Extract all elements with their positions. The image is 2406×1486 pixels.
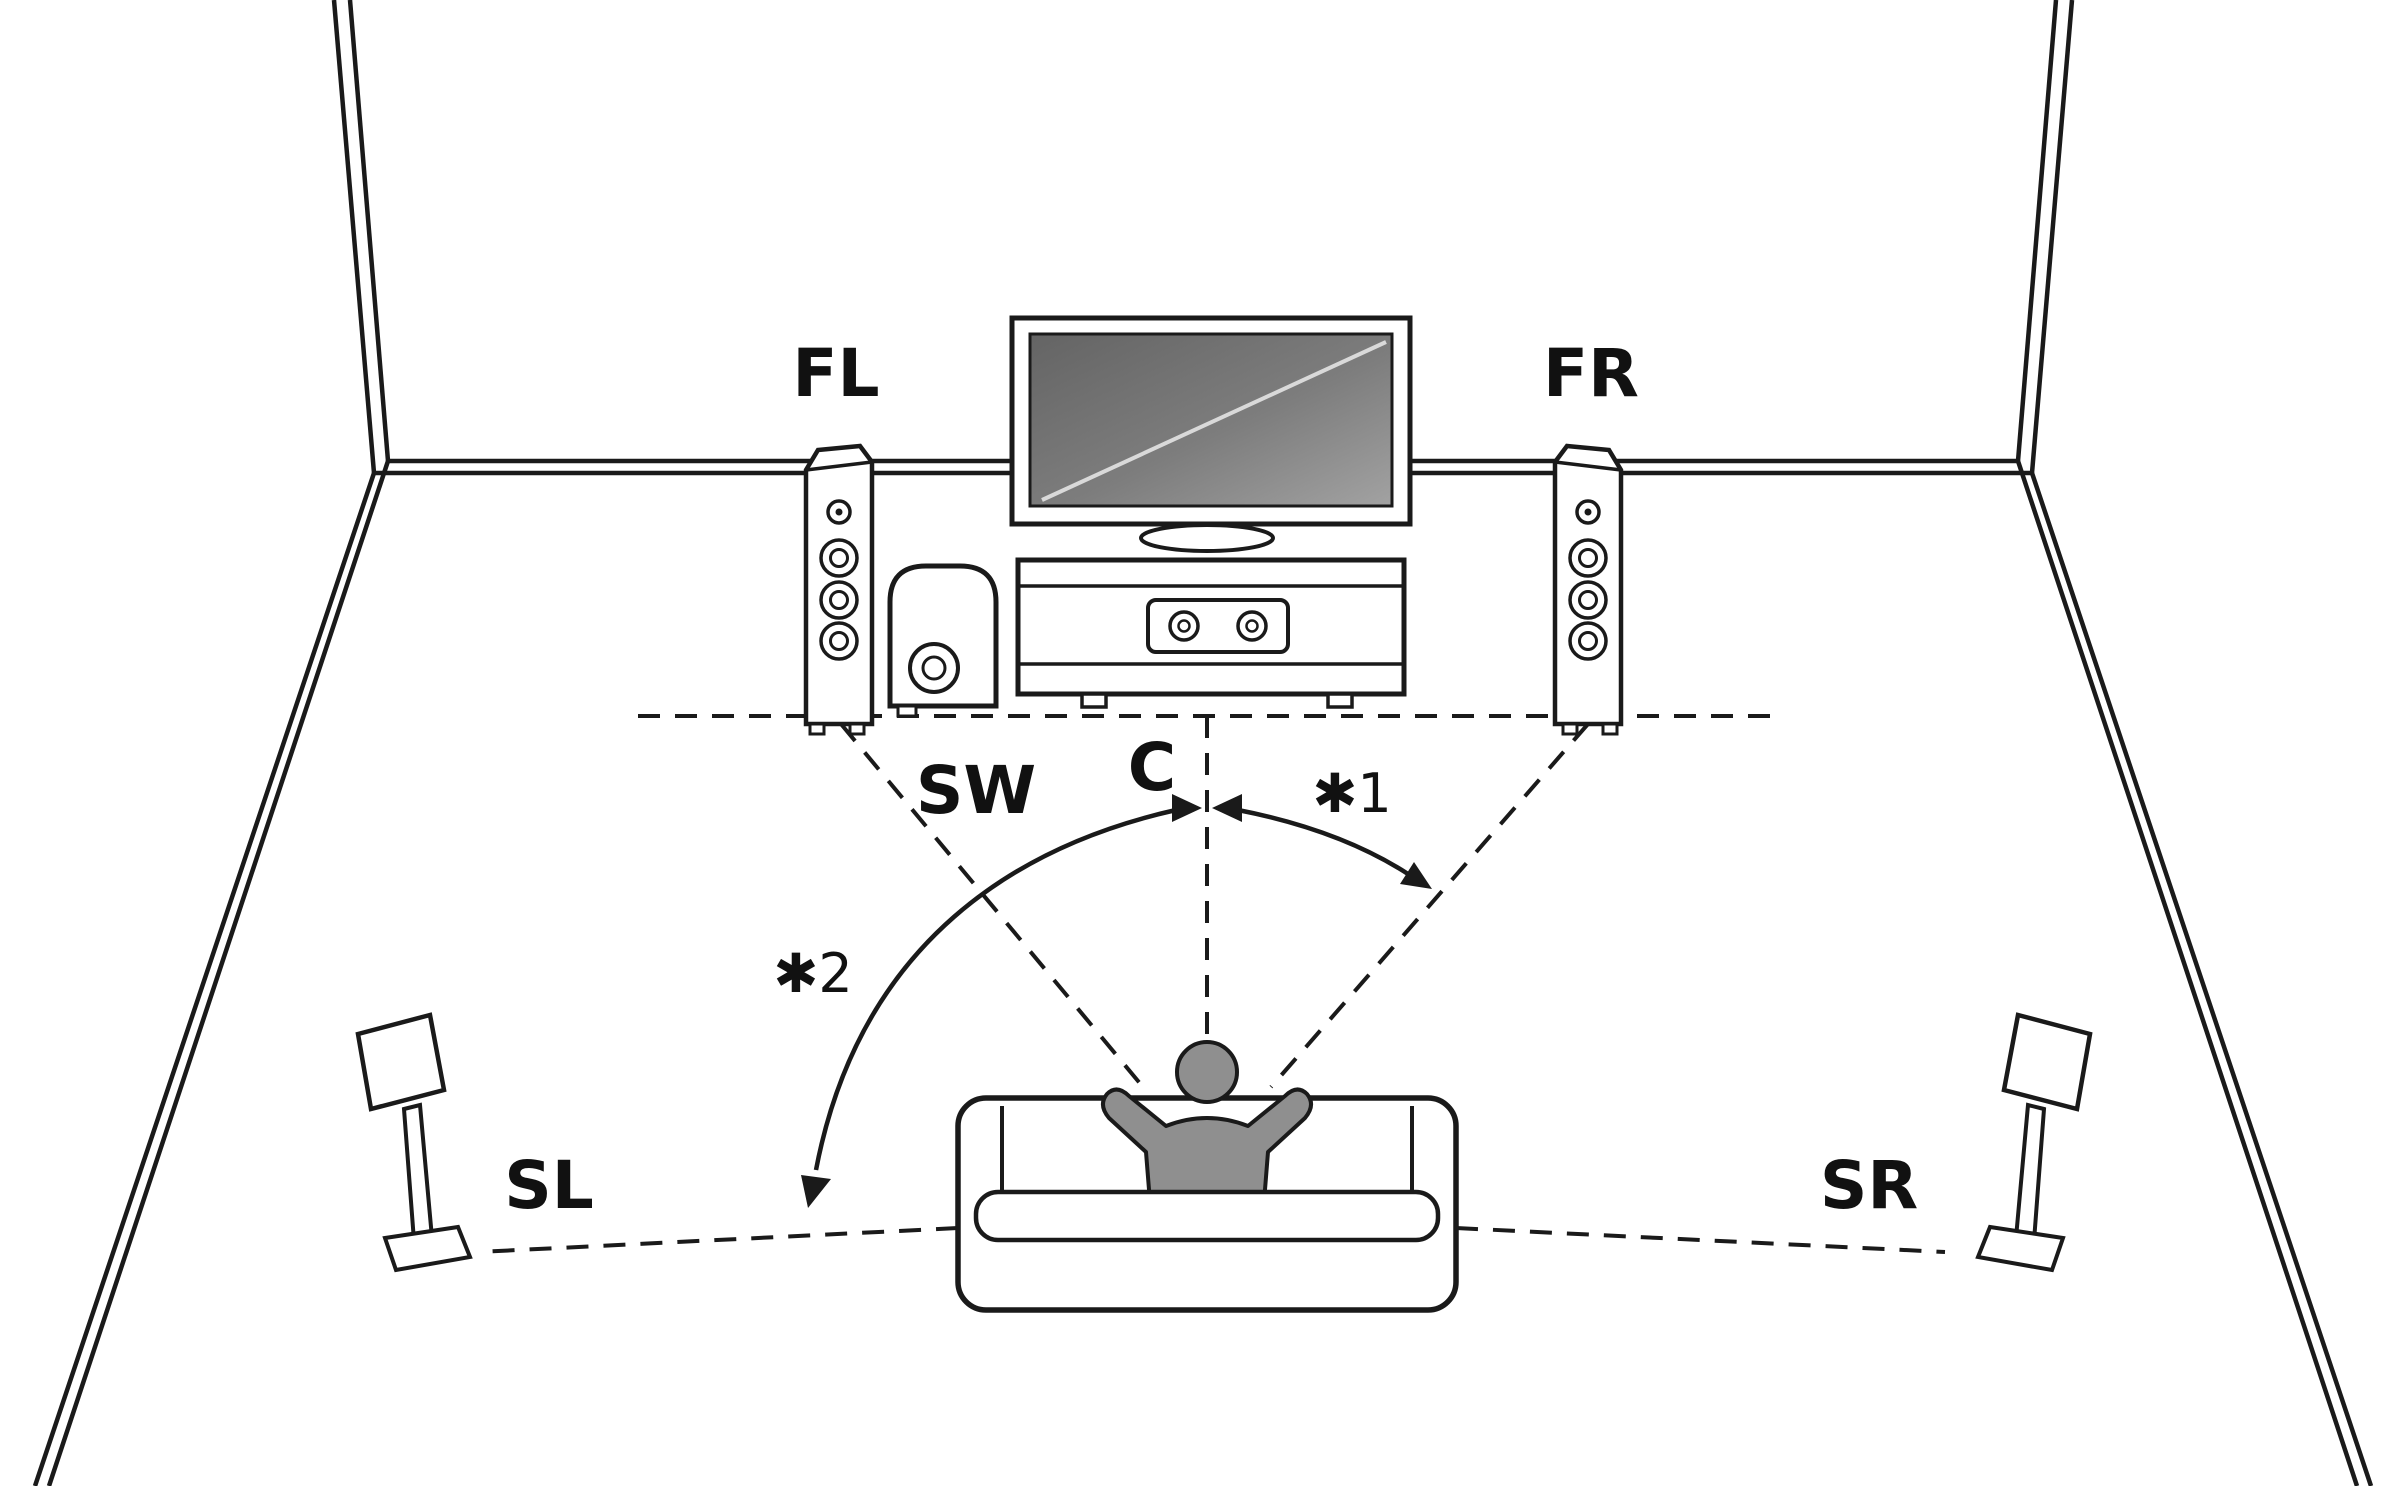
listener <box>1101 1040 1313 1204</box>
arc-1-end-arrowhead <box>1400 862 1432 889</box>
front-right-speaker <box>1555 446 1621 734</box>
arc-1-start-arrowhead <box>1212 794 1242 822</box>
tv-stand-base <box>1139 523 1275 553</box>
label-front-right: FR <box>1543 335 1639 412</box>
tower-woofer-2-cap <box>829 590 849 610</box>
center-speaker-driver-right-cap <box>1245 619 1259 633</box>
center-speaker-driver-left-cap <box>1177 619 1191 633</box>
label-surround-left: SL <box>504 1147 594 1224</box>
tower-top-cap-line <box>805 460 873 472</box>
surround-speaker-base <box>382 1224 473 1273</box>
surround-right-dashed-line <box>1455 1226 1946 1254</box>
tower-woofer-1-cap <box>829 548 849 568</box>
angle-arc-surround <box>801 794 1202 1208</box>
label-angle-note-1: ✱1 <box>1312 762 1392 825</box>
labels: FL FR SW C ✱1 ✱2 SL SR <box>504 335 1918 1224</box>
cabinet-foot-left <box>1080 692 1108 709</box>
surround-left-speaker <box>355 1012 473 1273</box>
angle-arc-front <box>1212 794 1432 889</box>
listener-body <box>1101 1087 1313 1204</box>
tv-cabinet-body <box>1015 557 1407 697</box>
right-floor-edge <box>2015 460 2360 1486</box>
arc-1-path <box>1237 807 1410 876</box>
surround-speaker-box <box>355 1012 447 1112</box>
label-angle-note-2: ✱2 <box>773 942 853 1005</box>
tv-screen-reflection <box>1041 340 1387 502</box>
tower-woofer-3-cap <box>829 631 849 651</box>
label-surround-right: SR <box>1820 1147 1918 1224</box>
surround-left-dashed-line <box>477 1226 959 1254</box>
label-subwoofer: SW <box>916 752 1036 829</box>
surround-speaker-pole <box>401 1102 435 1244</box>
sofa <box>955 1040 1459 1313</box>
right-wall-corner-line-2 <box>2029 0 2075 474</box>
arc-2-start-arrowhead <box>1172 794 1202 822</box>
cabinet-foot-right <box>1326 692 1354 709</box>
front-left-speaker <box>803 443 875 736</box>
subwoofer-driver-cap <box>921 655 947 681</box>
sofa-seat-cushion <box>973 1189 1441 1243</box>
tower-foot-left <box>808 722 826 736</box>
right-wall-corner-line <box>2015 0 2059 462</box>
arc-2-path <box>813 807 1177 1171</box>
tv-cabinet <box>1015 557 1407 709</box>
front-left-angle-dashed-line <box>839 722 1145 1089</box>
left-floor-edge-2 <box>32 472 377 1486</box>
left-floor-edge <box>46 460 391 1486</box>
tower-tweeter-dot <box>835 508 843 516</box>
left-wall-corner-line <box>347 0 391 462</box>
surround-right-speaker <box>1978 1015 2090 1270</box>
right-floor-edge-2 <box>2029 472 2374 1486</box>
tv <box>1009 315 1413 553</box>
tower-foot-right <box>848 722 866 736</box>
arc-2-end-arrowhead <box>801 1175 831 1208</box>
center-speaker <box>1146 598 1290 654</box>
subwoofer-speaker <box>887 563 999 718</box>
front-right-angle-dashed-line <box>1269 722 1590 1089</box>
subwoofer-foot <box>896 704 918 718</box>
label-center: C <box>1128 729 1176 806</box>
label-front-left: FL <box>792 335 879 412</box>
listener-head <box>1175 1040 1239 1104</box>
left-wall-corner-line-2 <box>331 0 377 474</box>
